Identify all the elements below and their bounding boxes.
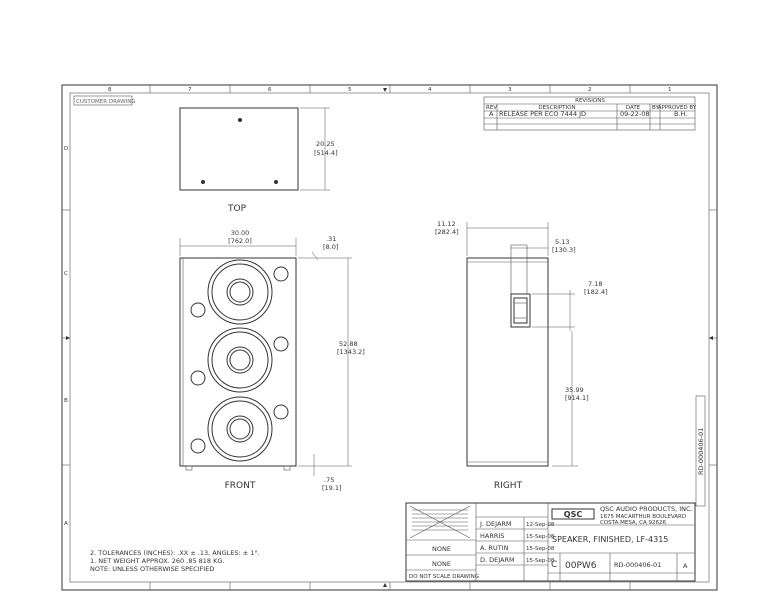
company-address-1: 1675 MACARTHUR BOULEVARD: [600, 514, 686, 520]
front-height-dim-mm: [1343.2]: [337, 348, 365, 356]
rev-col-date: DATE: [626, 105, 641, 111]
revisions-table: REVISIONS REV DESCRIPTION DATE BY APPROV…: [483, 96, 697, 131]
right-port-height-dim-mm: [182.4]: [584, 288, 608, 296]
inner-border: [69, 92, 710, 583]
zone-col-4: 4: [428, 87, 432, 93]
zone-row-a: A: [64, 521, 68, 527]
rev-row-desc: RELEASE PER ECO 7444 JD: [499, 110, 586, 118]
qsc-logo: QSC: [564, 510, 583, 519]
rev-row-rev: A: [489, 110, 494, 118]
mfg-appr-date: 15-Sep-08: [526, 558, 555, 564]
front-view-label: FRONT: [225, 481, 256, 491]
rev-col-appr: APPROVED BY: [658, 105, 697, 111]
note-1: 1. NET WEIGHT APPROX. 260 .85 818 KG.: [90, 557, 225, 565]
company-name: QSC AUDIO PRODUCTS, INC.: [600, 505, 693, 513]
right-view-label: RIGHT: [494, 481, 523, 491]
side-dwg-number: RD-000406-01: [695, 395, 706, 507]
sheet-size: C: [551, 560, 557, 570]
note-header: NOTE: UNLESS OTHERWISE SPECIFIED: [90, 565, 214, 573]
checked-date: 15-Sep-08: [526, 534, 555, 540]
front-view: 30.00 [762.0] .31 [8.0] 52.88 [1343.2] .…: [179, 229, 365, 492]
proprietary-text-lines: [412, 509, 468, 531]
note-2: 2. TOLERANCES (INCHES): .XX ± .13, ANGLE…: [90, 549, 260, 557]
eng-appr-by: A. RUTIN: [480, 544, 509, 552]
zone-col-8: 8: [108, 87, 112, 93]
right-depth-dim-mm: [282.4]: [435, 228, 459, 236]
material-value: NONE: [432, 545, 451, 553]
drawing-number: RD-000406-01: [614, 561, 661, 569]
top-view: 20.25 [514.4] TOP: [179, 107, 338, 214]
svg-text:RD-000406-01: RD-000406-01: [697, 428, 705, 475]
rev-col-desc: DESCRIPTION: [538, 105, 575, 111]
qsc-logo-box: [551, 508, 595, 520]
zone-col-2: 2: [588, 87, 592, 93]
general-notes: 2. TOLERANCES (INCHES): .XX ± .13, ANGLE…: [90, 549, 260, 573]
right-port-width-dim-mm: [130.3]: [552, 246, 576, 254]
rev-col-rev: REV: [486, 105, 497, 111]
zone-col-3: 3: [508, 87, 512, 93]
front-height-dim: 52.88: [339, 340, 358, 348]
top-depth-dim: 20.25: [316, 140, 335, 148]
top-view-label: TOP: [227, 204, 247, 214]
eng-appr-date: 15-Sep-08: [526, 546, 555, 552]
drawn-by: J. DEJARM: [479, 520, 512, 528]
right-port-elevation-dim: 35.99: [565, 386, 584, 394]
zone-ticks: [62, 85, 717, 590]
drawing-rev: A: [683, 562, 688, 570]
rev-row-date: 09-22-08: [620, 110, 650, 118]
center-arrow-left: [66, 336, 70, 340]
zone-col-5: 5: [348, 87, 352, 93]
zone-col-7: 7: [188, 87, 192, 93]
company-address-2: COSTA MESA, CA 92626: [600, 520, 667, 526]
rev-col-by: BY: [652, 105, 659, 111]
customer-drawing-stamp: CUSTOMER DRAWING: [76, 99, 136, 105]
drawing-title: SPEAKER, FINISHED, LF-4315: [552, 535, 668, 544]
checked-by: HARRIS: [480, 532, 504, 540]
revisions-header: REVISIONS: [575, 98, 605, 104]
cage-code: 00PW6: [565, 561, 597, 571]
title-block: NONE NONE DO NOT SCALE DRAWING J. DEJARM…: [405, 502, 696, 582]
right-port-height-dim: 7.18: [588, 280, 602, 288]
zone-row-d: D: [64, 146, 68, 152]
center-arrow-bottom: [383, 583, 387, 587]
right-port-elevation-dim-mm: [914.1]: [565, 394, 589, 402]
front-width-dim-mm: [762.0]: [228, 237, 252, 245]
front-offset-dim: .31: [326, 235, 336, 243]
right-port-width-dim: 5.13: [555, 238, 569, 246]
top-depth-dim-mm: [514.4]: [314, 149, 338, 157]
mfg-appr-by: D. DEJARM: [480, 556, 515, 564]
right-view: 11.12 [282.4] 5.13 [130.3] 7.18 [182.4] …: [435, 220, 608, 491]
zone-col-6: 6: [268, 87, 272, 93]
center-arrow-top: [383, 88, 387, 92]
zone-col-1: 1: [668, 87, 672, 93]
front-width-dim: 30.00: [231, 229, 250, 237]
outer-border: [61, 84, 718, 591]
front-foot-dim-mm: [19.1]: [322, 484, 342, 492]
zone-row-c: C: [64, 271, 68, 277]
customer-drawing-stamp-box: [73, 95, 133, 106]
right-depth-dim: 11.12: [437, 220, 456, 228]
finish-value: NONE: [432, 560, 451, 568]
center-arrow-right: [709, 336, 713, 340]
rev-row-appr: B.H.: [674, 110, 687, 118]
zone-row-b: B: [64, 398, 68, 404]
zone-labels: 8 7 6 5 4 3 2 1 D C B A: [64, 87, 672, 527]
drawn-date: 12-Sep-08: [526, 522, 555, 528]
front-offset-dim-mm: [8.0]: [323, 243, 338, 251]
front-foot-dim: .75: [324, 476, 334, 484]
scale-note: DO NOT SCALE DRAWING: [409, 574, 479, 580]
